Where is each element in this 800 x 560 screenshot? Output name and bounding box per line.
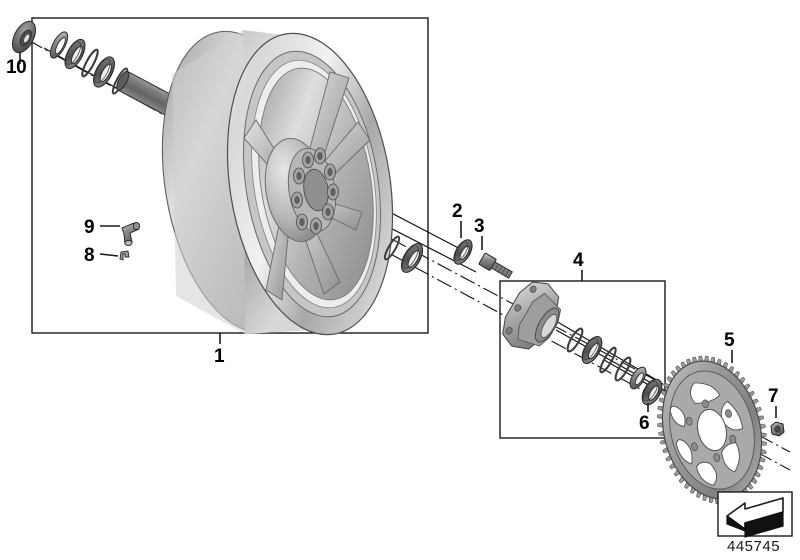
label-8: 8 <box>84 245 95 266</box>
part-10-hub-cap <box>11 20 37 64</box>
label-5: 5 <box>724 330 735 351</box>
label-6: 6 <box>639 413 650 434</box>
label-3: 3 <box>474 216 485 237</box>
callout-box-4 <box>499 270 666 439</box>
label-1: 1 <box>214 346 225 367</box>
part-6-carrier-bearing <box>641 378 663 412</box>
part-1-cast-wheel <box>161 30 394 336</box>
label-2: 2 <box>452 201 463 222</box>
part-2-wheel-bearing <box>453 221 473 265</box>
label-4: 4 <box>573 250 584 271</box>
callout-box-1 <box>31 17 429 344</box>
label-9: 9 <box>84 217 95 238</box>
pictogram-arrow-block <box>717 491 793 538</box>
right-bearing-group <box>383 235 424 273</box>
label-7: 7 <box>768 386 779 407</box>
part-4-sprocket-carrier <box>502 281 647 390</box>
label-10: 10 <box>6 57 27 78</box>
part-5-rear-sprocket <box>657 350 767 505</box>
part-7-nut <box>770 406 785 437</box>
part-9-valve-stem <box>100 221 141 247</box>
part-8-valve-clip <box>99 250 130 261</box>
document-number: 445745 <box>727 538 781 555</box>
part-3-bolt <box>478 236 513 279</box>
